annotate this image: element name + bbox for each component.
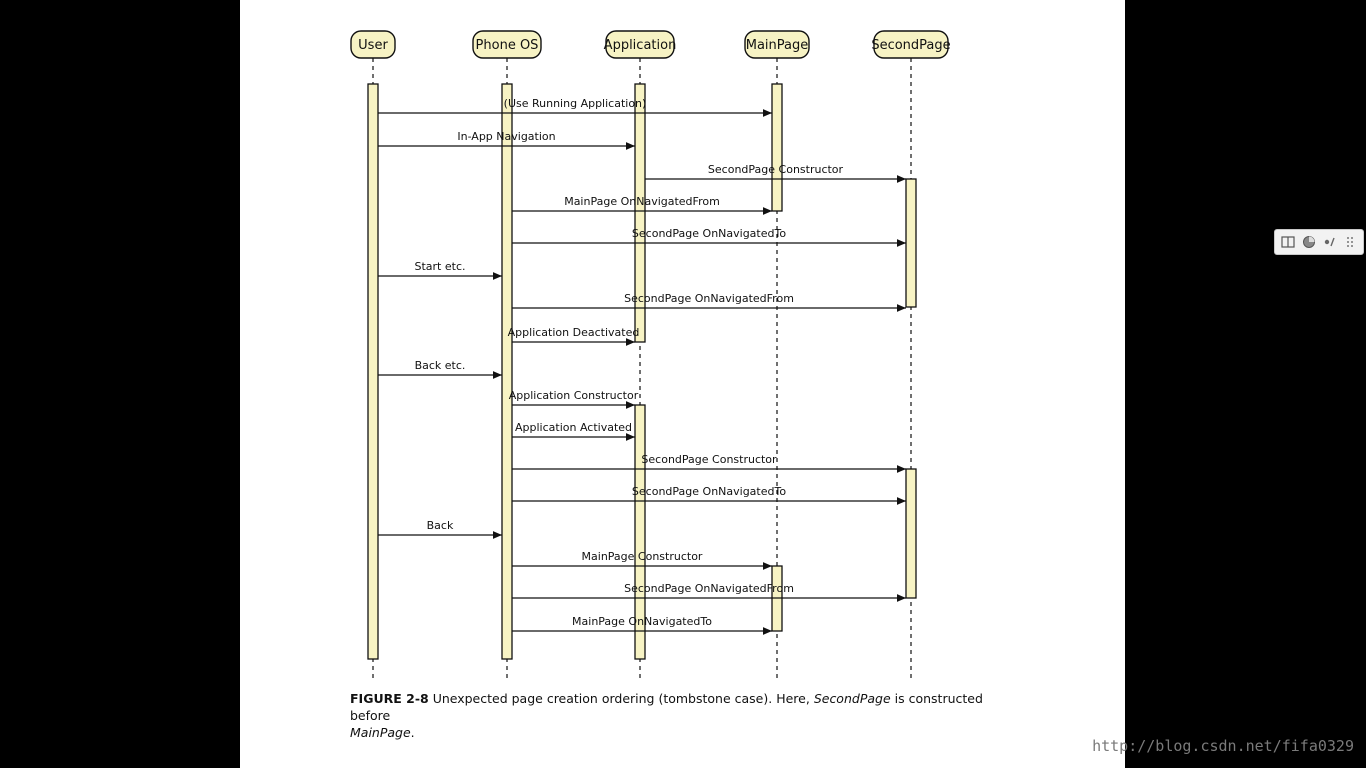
message-arrow: MainPage OnNavigatedFrom bbox=[512, 195, 772, 215]
message-arrow: SecondPage OnNavigatedFrom bbox=[512, 292, 906, 312]
caption-em-1: SecondPage bbox=[813, 691, 891, 706]
svg-text:SecondPage: SecondPage bbox=[871, 38, 950, 53]
figure-caption: FIGURE 2-8 Unexpected page creation orde… bbox=[350, 690, 1010, 741]
grip-icon[interactable] bbox=[1341, 233, 1359, 251]
message-arrow: SecondPage Constructor bbox=[645, 163, 906, 183]
floating-toolbar bbox=[1274, 229, 1364, 255]
message-label: Application Constructor bbox=[509, 389, 639, 402]
message-arrow: MainPage OnNavigatedTo bbox=[512, 615, 772, 635]
svg-text:MainPage: MainPage bbox=[746, 38, 809, 53]
message-label: MainPage Constructor bbox=[582, 550, 703, 563]
book-icon[interactable] bbox=[1279, 233, 1297, 251]
lifeline-header-secondpage: SecondPage bbox=[871, 30, 951, 59]
svg-text:Phone OS: Phone OS bbox=[476, 38, 539, 53]
message-label: Application Activated bbox=[515, 421, 632, 434]
message-label: SecondPage Constructor bbox=[641, 453, 777, 466]
message-label: SecondPage OnNavigatedTo bbox=[632, 485, 786, 498]
svg-text:User: User bbox=[358, 38, 388, 53]
message-arrow: Application Constructor bbox=[509, 389, 639, 409]
activation-bar bbox=[634, 404, 646, 660]
pie-icon[interactable] bbox=[1300, 233, 1318, 251]
message-label: MainPage OnNavigatedFrom bbox=[564, 195, 720, 208]
svg-text:Application: Application bbox=[604, 38, 677, 53]
figure-number: FIGURE 2-8 bbox=[350, 691, 429, 706]
message-arrow: Start etc. bbox=[378, 260, 502, 280]
activation-bar bbox=[634, 83, 646, 343]
message-label: SecondPage OnNavigatedFrom bbox=[624, 582, 794, 595]
message-label: In-App Navigation bbox=[457, 130, 555, 143]
message-label: Back etc. bbox=[415, 359, 466, 372]
message-arrow: MainPage Constructor bbox=[512, 550, 772, 570]
message-label: (Use Running Application) bbox=[504, 97, 647, 110]
caption-text-1: Unexpected page creation ordering (tombs… bbox=[432, 691, 810, 706]
message-arrow: Back etc. bbox=[378, 359, 502, 379]
activation-bar bbox=[905, 178, 917, 308]
message-arrow: In-App Navigation bbox=[378, 130, 635, 150]
message-label: SecondPage OnNavigatedTo bbox=[632, 227, 786, 240]
activation-bar bbox=[905, 468, 917, 599]
message-arrow: SecondPage Constructor bbox=[512, 453, 906, 473]
activation-bar bbox=[771, 83, 783, 212]
message-label: MainPage OnNavigatedTo bbox=[572, 615, 712, 628]
message-arrow: (Use Running Application) bbox=[378, 97, 772, 117]
settings-icon[interactable] bbox=[1320, 233, 1338, 251]
message-label: SecondPage Constructor bbox=[708, 163, 844, 176]
lifeline-header-phone-os: Phone OS bbox=[472, 30, 542, 59]
activation-bar bbox=[501, 83, 513, 660]
caption-em-2: MainPage bbox=[350, 725, 411, 740]
watermark-url: http://blog.csdn.net/fifa0329 bbox=[1092, 737, 1354, 755]
caption-text-2: is constructed before bbox=[350, 691, 983, 723]
message-arrow: SecondPage OnNavigatedTo bbox=[512, 227, 906, 247]
message-arrow: SecondPage OnNavigatedFrom bbox=[512, 582, 906, 602]
caption-text-3: . bbox=[410, 725, 415, 740]
message-arrow: Back bbox=[378, 519, 502, 539]
message-label: SecondPage OnNavigatedFrom bbox=[624, 292, 794, 305]
message-arrow: SecondPage OnNavigatedTo bbox=[512, 485, 906, 505]
lifeline-header-mainpage: MainPage bbox=[744, 30, 810, 59]
message-label: Application Deactivated bbox=[508, 326, 640, 339]
message-label: Start etc. bbox=[415, 260, 466, 273]
lifeline-header-user: User bbox=[350, 30, 396, 59]
lifeline-header-application: Application bbox=[604, 30, 677, 59]
activation-bar bbox=[367, 83, 379, 660]
message-label: Back bbox=[427, 519, 454, 532]
message-arrow: Application Activated bbox=[512, 421, 635, 441]
message-arrow: Application Deactivated bbox=[508, 326, 640, 346]
